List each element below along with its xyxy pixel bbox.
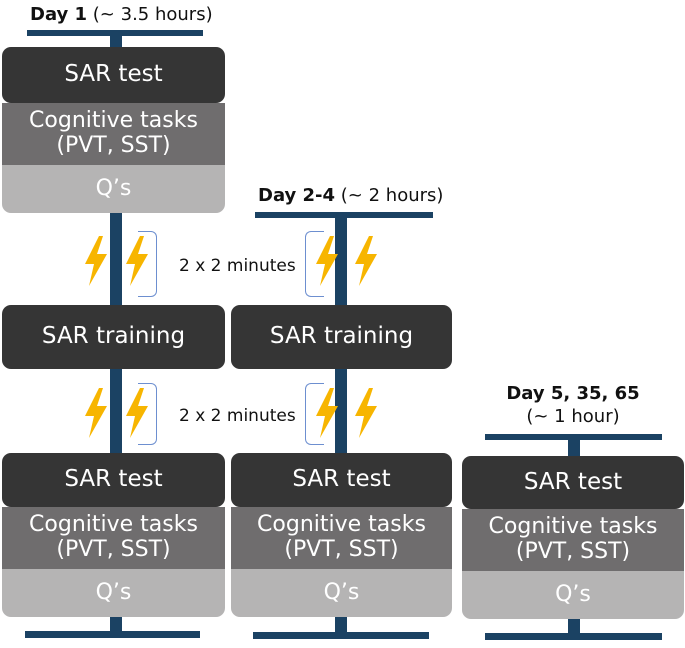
day2-4-cognitive-tasks-label: Cognitive tasks — [257, 512, 426, 538]
lightning-bolt-icon — [85, 388, 107, 438]
day1-post-cognitive-tasks-box: Cognitive tasks (PVT, SST) — [2, 507, 225, 569]
stimulation-bracket — [305, 383, 324, 445]
lightning-bolt-icon — [126, 236, 148, 286]
day5-cognitive-tasks-box: Cognitive tasks (PVT, SST) — [462, 509, 684, 571]
lightning-bolt-icon — [355, 236, 377, 286]
stimulation-duration-label: 2 x 2 minutes — [179, 406, 296, 426]
stimulation-bracket — [138, 383, 157, 445]
day1-cognitive-tasks-sub: (PVT, SST) — [56, 133, 171, 158]
day2-4-questionnaires-box: Q’s — [231, 569, 452, 617]
day1-post-questionnaires-box: Q’s — [2, 569, 225, 617]
stimulation-duration-label: 2 x 2 minutes — [179, 256, 296, 276]
day5-title: Day 5, 35, 65 — [462, 383, 684, 404]
day1-post-cognitive-tasks-sub: (PVT, SST) — [56, 537, 171, 562]
day1-questionnaires-label: Q’s — [95, 175, 132, 201]
day2-4-cognitive-tasks-sub: (PVT, SST) — [284, 537, 399, 562]
day5-questionnaires-label: Q’s — [555, 581, 591, 607]
day2-4-sar-test-box: SAR test — [231, 453, 452, 507]
day1-sar-test-box: SAR test — [2, 47, 225, 103]
lightning-bolt-icon — [85, 236, 107, 286]
stimulation-bracket — [138, 231, 157, 297]
day1-cognitive-tasks-label: Cognitive tasks — [29, 108, 198, 134]
day5-title-bold: Day 5, 35, 65 — [506, 383, 640, 404]
day5-sar-test-label: SAR test — [523, 468, 623, 495]
lightning-bolt-icon — [126, 388, 148, 438]
day2-4-bottom-crossbar — [253, 632, 429, 639]
stimulation-bracket — [305, 231, 324, 297]
day5-duration: (~ 1 hour) — [462, 406, 684, 427]
day2-4-cognitive-tasks-box: Cognitive tasks (PVT, SST) — [231, 507, 452, 569]
day1-post-sar-test-label: SAR test — [64, 466, 163, 493]
day1-post-cognitive-tasks-label: Cognitive tasks — [29, 512, 198, 538]
lightning-bolt-icon — [316, 388, 338, 438]
day2-4-sar-test-label: SAR test — [292, 466, 391, 493]
lightning-bolt-icon — [316, 236, 338, 286]
day2-4-title-bold: Day 2-4 — [258, 185, 336, 206]
day1-sar-test-label: SAR test — [64, 61, 163, 88]
day5-cognitive-tasks-label: Cognitive tasks — [488, 514, 658, 540]
day1-title-bold: Day 1 — [30, 4, 88, 25]
day1-title-duration: (~ 3.5 hours) — [87, 4, 213, 25]
day5-cognitive-tasks-sub: (PVT, SST) — [515, 539, 631, 564]
lightning-bolt-icon — [355, 388, 377, 438]
day1-sar-training-label: SAR training — [41, 323, 186, 350]
day1-sar-training-box: SAR training — [2, 305, 225, 369]
day5-bottom-crossbar — [485, 633, 662, 640]
day1-bottom-crossbar — [25, 631, 200, 638]
day1-title: Day 1 (~ 3.5 hours) — [30, 4, 213, 25]
day2-4-questionnaires-label: Q’s — [323, 579, 360, 605]
day1-post-questionnaires-label: Q’s — [95, 579, 132, 605]
day5-questionnaires-box: Q’s — [462, 571, 684, 619]
day5-title-duration: (~ 1 hour) — [526, 406, 620, 427]
day2-4-sar-training-box: SAR training — [231, 305, 452, 369]
day1-cognitive-tasks-box: Cognitive tasks (PVT, SST) — [2, 103, 225, 165]
day5-sar-test-box: SAR test — [462, 456, 684, 509]
day1-post-sar-test-box: SAR test — [2, 453, 225, 507]
day1-questionnaires-box: Q’s — [2, 165, 225, 213]
day2-4-title-duration: (~ 2 hours) — [335, 185, 444, 206]
day2-4-title: Day 2-4 (~ 2 hours) — [258, 185, 443, 206]
day2-4-sar-training-label: SAR training — [269, 323, 414, 350]
